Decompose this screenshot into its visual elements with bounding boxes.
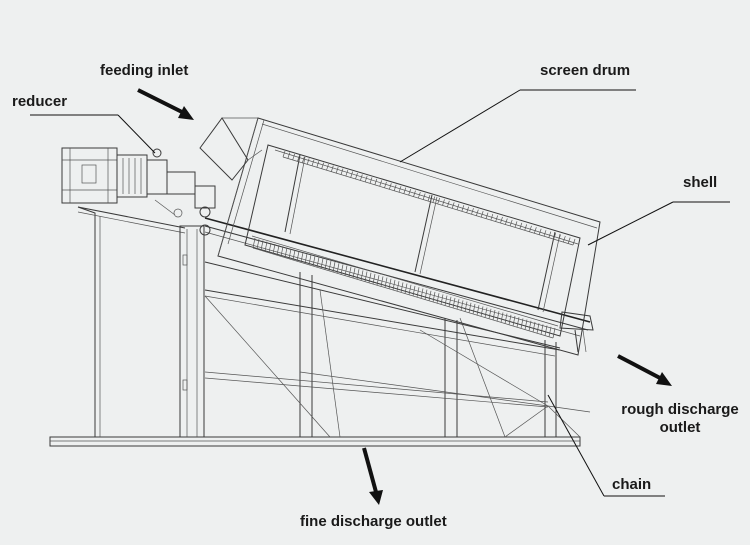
base-frame [49,436,581,447]
reducer-gearbox [116,148,216,236]
support-legs [77,206,557,438]
screen-drum-body [244,144,581,337]
drum-ribs [284,154,561,313]
drum-top-teeth [282,150,576,246]
motor [61,147,118,204]
chain-teeth [252,237,556,339]
label-reducer: reducer [12,93,68,110]
discharge-flange [559,311,594,353]
label-shell: shell [683,174,718,191]
feed-hopper [199,117,263,181]
label-feeding-inlet: feeding inlet [100,62,189,79]
leader-lines [30,89,730,497]
label-rough-discharge-line2: outlet [659,419,701,436]
under-hopper [204,289,591,438]
arrow-feeding [137,88,194,120]
label-rough-discharge-line1: rough discharge [621,401,739,418]
label-fine-discharge-outlet: fine discharge outlet [300,513,447,530]
label-screen-drum: screen drum [540,62,631,79]
arrow-fine-discharge [362,447,383,505]
shell-housing [217,117,601,356]
label-rough-discharge-outlet: rough discharge outlet [612,401,748,437]
arrow-rough-discharge [617,354,672,386]
label-chain: chain [612,476,652,493]
